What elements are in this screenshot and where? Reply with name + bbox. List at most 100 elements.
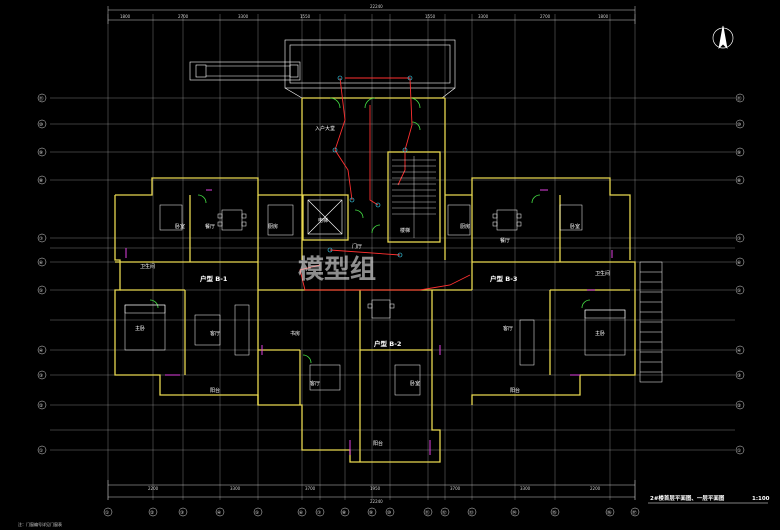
room-kitchen-left: 厨房: [268, 223, 278, 230]
room-bed-left: 卧室: [175, 223, 185, 230]
axis-bottom-17: ⑰: [632, 509, 637, 516]
axis-left-4: ⑧: [39, 178, 43, 184]
top-dimension-chain: [107, 6, 636, 24]
axis-left-11: ①: [39, 448, 43, 454]
top-dim-2: 2700: [178, 14, 189, 19]
axis-bottom-15: ⑮: [552, 509, 557, 516]
bottom-dim-3: 3700: [305, 486, 316, 491]
room-elevator: 电梯: [318, 217, 328, 224]
axis-bottom-1: ①: [105, 510, 109, 516]
axis-left-10: ②: [39, 403, 43, 409]
north-arrow-icon: [712, 25, 734, 50]
room-bed-right: 卧室: [570, 223, 580, 230]
axis-right-11: ①: [737, 448, 741, 454]
room-living-center: 客厅: [310, 380, 320, 387]
bottom-axis-bubbles: [103, 507, 640, 517]
axis-right-5: ⑦: [737, 236, 741, 242]
axis-left-2: ⑩: [39, 122, 43, 128]
room-living-left: 客厅: [210, 330, 220, 337]
bottom-dim-7: 2200: [590, 486, 601, 491]
unit-label-right: 户型 B-3: [490, 274, 517, 283]
window-and-door-marks: [125, 189, 613, 455]
axis-right-2: ⑩: [737, 122, 741, 128]
room-balcony-right: 阳台: [510, 387, 520, 394]
room-bed-center: 卧室: [410, 380, 420, 387]
axis-bottom-5: ⑤: [255, 510, 259, 516]
left-axis-bubbles: [37, 93, 47, 455]
axis-right-1: ⑪: [737, 95, 742, 102]
axis-bottom-9: ⑨: [369, 510, 373, 516]
unit-label-left: 户型 B-1: [200, 274, 228, 283]
entrance-canopy: [284, 39, 456, 99]
axis-right-10: ②: [737, 403, 741, 409]
furniture-beds-sofas: [124, 204, 626, 396]
top-dim-3: 3300: [238, 14, 249, 19]
axis-grid: [50, 14, 735, 500]
building-walls: [114, 97, 636, 463]
axis-left-5: ⑦: [39, 236, 43, 242]
bottom-dim-5: 3700: [450, 486, 461, 491]
right-axis-bubbles: [735, 93, 745, 455]
axis-bottom-16: ⑯: [607, 509, 612, 516]
axis-left-6: ⑥: [39, 260, 43, 266]
axis-left-3: ⑨: [39, 150, 43, 156]
door-swing-arcs: [149, 97, 591, 364]
top-dim-5: 1550: [425, 14, 436, 19]
axis-right-8: ④: [737, 348, 741, 354]
room-study: 书房: [290, 330, 300, 337]
room-labels: 入户大堂 电梯 楼梯 门厅 餐厅 餐厅 厨房 厨房 客厅 客厅 客厅 主卧 主卧…: [135, 125, 610, 447]
exterior-stair: [639, 261, 663, 383]
fixture-markers: [327, 75, 413, 258]
bottom-axis-labels: ① ② ③ ④ ⑤ ⑥ ⑦ ⑧ ⑨ ⑩ ⑪ ⑫ ⑬ ⑭ ⑮ ⑯ ⑰: [105, 509, 637, 516]
room-living-right: 客厅: [503, 325, 513, 332]
room-balcony-center: 阳台: [373, 440, 383, 447]
axis-bottom-2: ②: [150, 510, 154, 516]
room-master-left: 主卧: [135, 325, 145, 332]
top-dim-4: 1550: [300, 14, 311, 19]
room-bath-right: 卫生间: [595, 270, 610, 277]
axis-left-9: ③: [39, 373, 43, 379]
axis-bottom-4: ④: [217, 510, 221, 516]
axis-bottom-7: ⑦: [317, 510, 321, 516]
bottom-total-dimension: 22240: [370, 499, 383, 504]
room-balcony-left: 阳台: [210, 387, 220, 394]
axis-bottom-12: ⑫: [442, 509, 447, 516]
room-master-right: 主卧: [595, 330, 605, 337]
room-bath-left: 卫生间: [140, 263, 155, 270]
room-kitchen-right: 厨房: [460, 223, 470, 230]
elevator-shaft: [307, 199, 343, 235]
axis-right-7: ⑤: [737, 288, 741, 294]
top-dim-8: 1800: [598, 14, 609, 19]
bottom-dim-4: 1950: [370, 486, 381, 491]
axis-bottom-8: ⑧: [342, 510, 346, 516]
axis-left-1: ⑪: [39, 95, 44, 102]
bottom-dimension-chain: [107, 480, 636, 500]
top-dim-6: 3300: [478, 14, 489, 19]
room-lobby: 门厅: [352, 243, 362, 250]
unit-label-center: 户型 B-2: [374, 339, 401, 348]
room-stair: 楼梯: [400, 227, 410, 234]
furniture-dining-tables: [217, 209, 522, 319]
axis-right-9: ③: [737, 373, 741, 379]
watermark: 模型组: [298, 254, 376, 285]
room-dining-left: 餐厅: [205, 223, 215, 230]
drawing-scale: 1:100: [752, 496, 770, 502]
room-dining-right: 餐厅: [500, 237, 510, 244]
axis-bottom-3: ③: [180, 510, 184, 516]
top-dim-7: 2700: [540, 14, 551, 19]
room-entrance: 入户大堂: [315, 125, 335, 132]
axis-right-6: ⑥: [737, 260, 741, 266]
red-circuit-lines: [299, 77, 471, 291]
axis-bottom-6: ⑥: [299, 510, 303, 516]
top-dim-1: 1800: [120, 14, 131, 19]
axis-bottom-14: ⑭: [512, 509, 517, 516]
drawing-title: 2#楼首层平面图、一层平面图: [650, 494, 725, 502]
left-axis-labels: ⑪ ⑩ ⑨ ⑧ ⑦ ⑥ ⑤ ④ ③ ② ①: [39, 95, 44, 454]
bottom-dim-2: 3300: [230, 486, 241, 491]
axis-bottom-11: ⑪: [425, 509, 430, 516]
planter-box: [189, 61, 301, 81]
right-axis-labels: ⑪ ⑩ ⑨ ⑧ ⑦ ⑥ ⑤ ④ ③ ② ①: [737, 95, 742, 454]
bottom-dim-1: 2200: [148, 486, 159, 491]
stair-treads: [392, 156, 436, 238]
